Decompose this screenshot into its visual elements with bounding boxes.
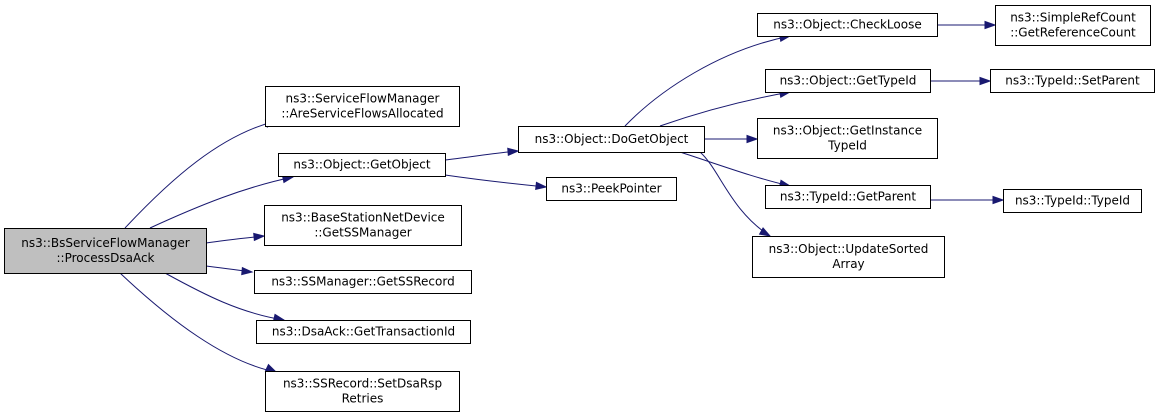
node-label: ns3::TypeId::SetParent	[1005, 74, 1140, 88]
edge-getObject-to-peekPointer	[444, 174, 548, 191]
node-label: ns3::Object::GetInstance	[773, 124, 922, 138]
node-label: ns3::SSManager::GetSSRecord	[271, 275, 454, 289]
edge-root-to-setDsaRspRetries	[119, 272, 278, 373]
node-label: Array	[832, 257, 864, 271]
node-box[interactable]	[757, 118, 938, 159]
edge-arrowhead	[992, 195, 1005, 205]
node-label: ns3::BsServiceFlowManager	[21, 236, 189, 250]
edge-doGetObject-to-updateSorted	[699, 151, 772, 237]
node-typeIdCtor[interactable]: ns3::TypeId::TypeId	[1003, 189, 1142, 213]
edge-root-to-getTransactionId	[164, 272, 286, 322]
node-box[interactable]	[752, 236, 945, 278]
edge-line	[699, 151, 771, 237]
edge-arrowhead	[253, 232, 266, 242]
edge-doGetObject-to-getInstanceTypeId	[704, 134, 759, 144]
edge-arrowhead	[241, 266, 254, 276]
node-label: ns3::SimpleRefCount	[1010, 11, 1136, 25]
node-areSF[interactable]: ns3::ServiceFlowManager::AreServiceFlows…	[265, 86, 460, 127]
node-label: ::GetReferenceCount	[1010, 26, 1136, 40]
edge-line	[624, 35, 791, 127]
edge-getParent-to-typeIdCtor	[930, 195, 1005, 205]
node-getRefCount[interactable]: ns3::SimpleRefCount::GetReferenceCount	[995, 5, 1151, 46]
node-box[interactable]	[757, 13, 938, 37]
node-box[interactable]	[765, 185, 931, 209]
edge-arrowhead	[746, 134, 759, 144]
node-box[interactable]	[265, 371, 460, 412]
edge-line	[679, 151, 791, 187]
node-box[interactable]	[518, 126, 705, 153]
node-label: ns3::Object::CheckLoose	[773, 18, 921, 32]
edge-checkLoose-to-getRefCount	[937, 20, 997, 30]
edge-arrowhead	[758, 227, 772, 237]
edge-root-to-areSF	[124, 119, 278, 229]
node-label: ::GetSSManager	[314, 226, 411, 240]
node-label: ns3::ServiceFlowManager	[286, 92, 440, 106]
node-label: ns3::TypeId::TypeId	[1015, 194, 1130, 208]
node-label: ns3::BaseStationNetDevice	[281, 211, 445, 225]
edge-line	[149, 176, 294, 229]
node-label: ns3::Object::UpdateSorted	[769, 242, 929, 256]
node-getSSManager[interactable]: ns3::BaseStationNetDevice::GetSSManager	[264, 205, 462, 246]
call-edges	[119, 20, 1005, 373]
edge-line	[119, 272, 277, 373]
edge-arrowhead	[535, 181, 548, 191]
edge-line	[444, 174, 547, 188]
node-doGetObject[interactable]: ns3::Object::DoGetObject	[518, 126, 705, 153]
edge-root-to-getSSManager	[205, 232, 266, 244]
node-box[interactable]	[546, 177, 677, 201]
edge-root-to-getSSRecord	[205, 265, 254, 276]
node-getTypeId[interactable]: ns3::Object::GetTypeId	[765, 69, 931, 93]
node-box[interactable]	[278, 153, 446, 177]
node-getParent[interactable]: ns3::TypeId::GetParent	[765, 185, 931, 209]
node-label: ::AreServiceFlowsAllocated	[281, 107, 443, 121]
edge-line	[124, 120, 277, 229]
node-label: TypeId	[827, 139, 867, 153]
edge-getTypeId-to-setParent	[930, 76, 992, 86]
edge-line	[444, 150, 519, 161]
edge-arrowhead	[264, 363, 278, 373]
edge-line	[659, 91, 791, 127]
node-label: Retries	[342, 392, 384, 406]
node-box[interactable]	[4, 228, 207, 274]
node-setParent[interactable]: ns3::TypeId::SetParent	[990, 69, 1155, 93]
node-label: ns3::Object::DoGetObject	[535, 132, 689, 146]
node-label: ns3::SSRecord::SetDsaRsp	[283, 377, 442, 391]
node-box[interactable]	[995, 5, 1151, 46]
node-checkLoose[interactable]: ns3::Object::CheckLoose	[757, 13, 938, 37]
node-label: ns3::PeekPointer	[561, 182, 661, 196]
node-getSSRecord[interactable]: ns3::SSManager::GetSSRecord	[254, 270, 472, 294]
node-box[interactable]	[254, 270, 472, 294]
edge-arrowhead	[979, 76, 992, 86]
call-nodes: ns3::BsServiceFlowManager::ProcessDsaAck…	[4, 5, 1155, 412]
node-box[interactable]	[256, 320, 471, 344]
node-box[interactable]	[1003, 189, 1142, 213]
node-box[interactable]	[765, 69, 931, 93]
node-label: ::ProcessDsaAck	[57, 251, 155, 265]
node-box[interactable]	[265, 86, 460, 127]
node-label: ns3::Object::GetObject	[293, 158, 431, 172]
edge-arrowhead	[984, 20, 997, 30]
node-box[interactable]	[264, 205, 462, 246]
node-label: ns3::TypeId::GetParent	[780, 190, 916, 204]
node-box[interactable]	[990, 69, 1155, 93]
node-label: ns3::Object::GetTypeId	[780, 74, 917, 88]
node-getTransactionId[interactable]: ns3::DsaAck::GetTransactionId	[256, 320, 471, 344]
edge-line	[164, 272, 285, 321]
node-label: ns3::DsaAck::GetTransactionId	[272, 325, 455, 339]
node-root[interactable]: ns3::BsServiceFlowManager::ProcessDsaAck	[4, 228, 207, 274]
node-getObject[interactable]: ns3::Object::GetObject	[278, 153, 446, 177]
edge-arrowhead	[507, 147, 520, 157]
node-peekPointer[interactable]: ns3::PeekPointer	[546, 177, 677, 201]
edge-getObject-to-doGetObject	[444, 147, 520, 161]
